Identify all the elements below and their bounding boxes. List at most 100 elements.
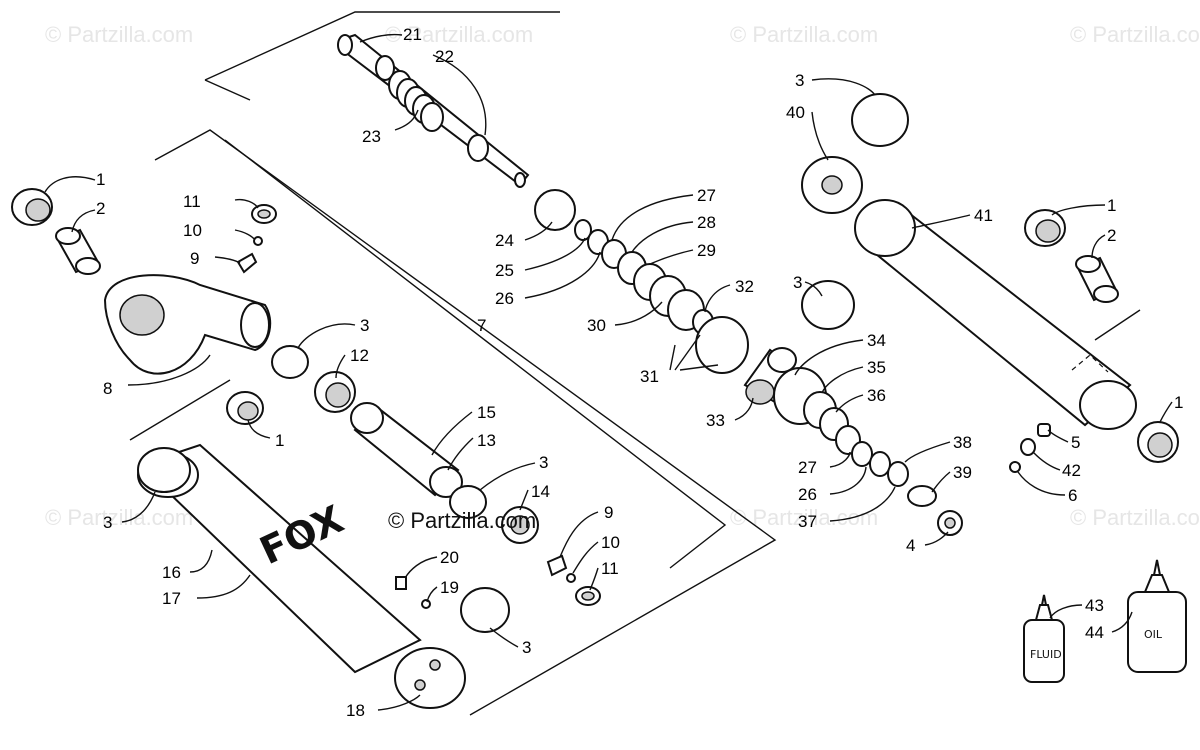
oring-3-d (137, 447, 191, 493)
callout-26: 26 (798, 485, 817, 504)
watermark: © Partzilla.com (45, 505, 193, 530)
callout-42: 42 (1062, 461, 1081, 480)
callout-3: 3 (522, 638, 531, 657)
callout-1: 1 (96, 170, 105, 189)
watermark: © Partzilla.com (385, 22, 533, 47)
center-watermark: © Partzilla.com (388, 508, 536, 533)
bushing-1-right-bottom (1137, 421, 1179, 463)
callout-4: 4 (906, 536, 915, 555)
body-cap-8 (103, 274, 272, 375)
bushing-1-right-top (1024, 209, 1066, 247)
callout-22: 22 (435, 47, 454, 66)
ball-19 (421, 599, 431, 609)
watermark: © Partzilla.com (1070, 22, 1200, 47)
leader-lines (44, 33, 1173, 711)
callout-12: 12 (350, 346, 369, 365)
shim-stack (534, 189, 909, 487)
callout-3: 3 (795, 71, 804, 90)
callout-13: 13 (477, 431, 496, 450)
callout-1: 1 (1174, 393, 1183, 412)
fitting-42 (1020, 438, 1036, 456)
callout-28: 28 (697, 213, 716, 232)
sleeve-2-left (55, 227, 101, 275)
callout-40: 40 (786, 103, 805, 122)
callout-6: 6 (1068, 486, 1077, 505)
callout-2: 2 (1107, 226, 1116, 245)
callout-10: 10 (601, 533, 620, 552)
bushing-1-mid (226, 391, 264, 425)
callout-16: 16 (162, 563, 181, 582)
dust-cover-41 (854, 199, 1137, 430)
shaft-assembly-box (204, 11, 560, 81)
callout-25: 25 (495, 261, 514, 280)
pin-20 (395, 576, 407, 590)
oring-10-top (253, 236, 263, 246)
callout-18: 18 (346, 701, 365, 720)
callout-30: 30 (587, 316, 606, 335)
watermark: © Partzilla.com (45, 22, 193, 47)
callout-37: 37 (798, 512, 817, 531)
watermark: © Partzilla.com (1070, 505, 1200, 530)
bushing-1-left (11, 188, 53, 226)
callout-3: 3 (793, 273, 802, 292)
reservoir-group-box-left (129, 379, 231, 441)
shaft-assembly-box-lower (204, 79, 251, 101)
callout-7: 7 (477, 316, 486, 335)
oring-3-c (460, 587, 510, 633)
fluid-label: FLUID (1030, 648, 1062, 661)
callout-21: 21 (403, 25, 422, 44)
oring-3-a (271, 345, 309, 379)
cap-11-bottom (575, 586, 601, 606)
ball-6 (1009, 461, 1021, 473)
callout-14: 14 (531, 482, 550, 501)
right-assembly-box (1094, 309, 1141, 341)
callout-2: 2 (96, 199, 105, 218)
callout-10: 10 (183, 221, 202, 240)
callout-9: 9 (604, 503, 613, 522)
fluid-bottle-43: FLUID (1023, 594, 1065, 683)
oil-label: OIL (1144, 628, 1163, 641)
callout-23: 23 (362, 127, 381, 146)
callout-27: 27 (697, 186, 716, 205)
callout-41: 41 (974, 206, 993, 225)
callout-39: 39 (953, 463, 972, 482)
sleeve-2-right (1075, 255, 1119, 303)
callout-24: 24 (495, 231, 514, 250)
valve-9-top (236, 252, 258, 274)
oil-bottle-44: OIL (1127, 559, 1187, 673)
bushing-12 (314, 371, 356, 413)
oring-3-e (801, 280, 855, 330)
callout-20: 20 (440, 548, 459, 567)
callout-26: 26 (495, 289, 514, 308)
bumper-40 (801, 156, 863, 214)
callout-27: 27 (798, 458, 817, 477)
callout-19: 19 (440, 578, 459, 597)
watermark: © Partzilla.com (730, 22, 878, 47)
callout-5: 5 (1071, 433, 1080, 452)
end-cap-18 (394, 647, 466, 709)
callout-3: 3 (103, 513, 112, 532)
reservoir-13-15 (350, 402, 463, 498)
callout-29: 29 (697, 241, 716, 260)
washer-39 (907, 485, 937, 507)
cap-11-top (251, 204, 277, 224)
callout-31: 31 (640, 367, 659, 386)
callout-17: 17 (162, 589, 181, 608)
shaft-spring (388, 70, 444, 132)
callout-36: 36 (867, 386, 886, 405)
callout-44: 44 (1085, 623, 1104, 642)
callout-1: 1 (275, 431, 284, 450)
adjuster-14 (501, 506, 539, 544)
body-group-box (224, 139, 727, 569)
callout-8: 8 (103, 379, 112, 398)
valve-9-bottom (546, 554, 568, 577)
nut-4 (937, 510, 963, 536)
callout-1: 1 (1107, 196, 1116, 215)
callout-33: 33 (706, 411, 725, 430)
callout-labels: 21 22 23 1 2 11 10 9 8 3 12 7 1 15 13 3 … (96, 25, 1183, 720)
callout-43: 43 (1085, 596, 1104, 615)
piston-shaft (337, 33, 530, 188)
oring-3-b (449, 485, 487, 519)
callout-9: 9 (190, 249, 199, 268)
callout-32: 32 (735, 277, 754, 296)
